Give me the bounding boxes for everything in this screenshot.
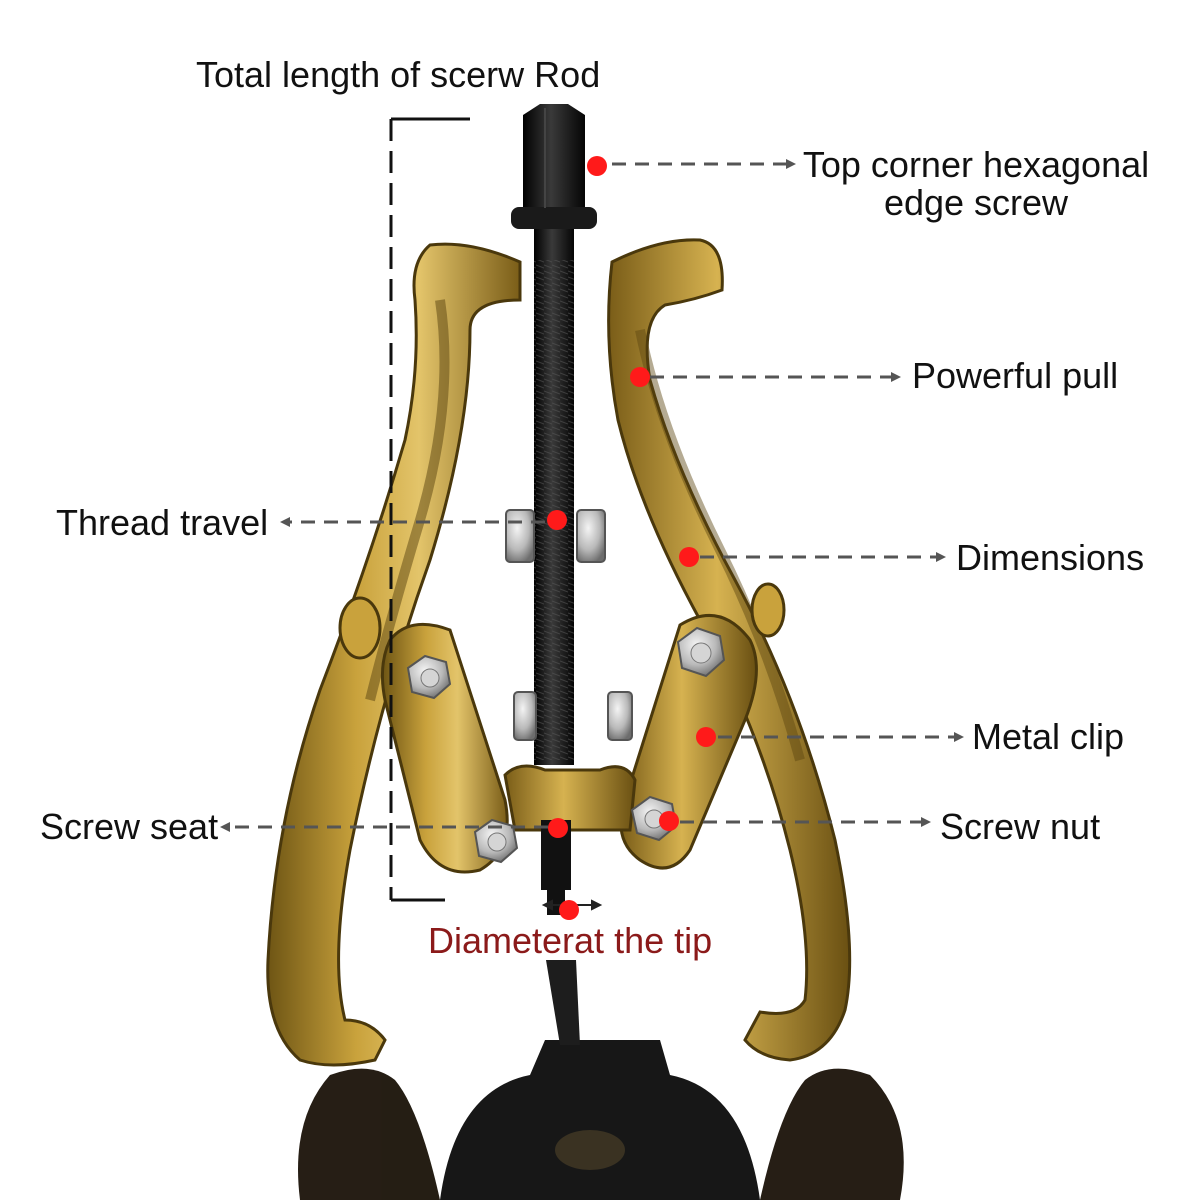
pivot-pins [338, 582, 786, 660]
tip-diameter-label: Diameterat the tip [428, 920, 713, 961]
marker-screw-seat [548, 818, 568, 838]
marker-powerful-pull [630, 367, 650, 387]
arrow-thread-travel [280, 517, 290, 527]
arrow-screw-nut [921, 817, 931, 827]
marker-screw-nut [659, 811, 679, 831]
reflection [298, 960, 904, 1200]
dimensions-label: Dimensions [956, 537, 1145, 578]
marker-top-hex [587, 156, 607, 176]
red-markers [547, 156, 716, 920]
screw-rod [534, 225, 574, 915]
arrow-dimensions [936, 552, 946, 562]
leader-arrowheads [220, 159, 964, 832]
powerful-pull-label: Powerful pull [912, 355, 1119, 396]
hex-head [511, 104, 597, 229]
marker-metal-clip [696, 727, 716, 747]
top-hex-label: Top corner hexagonal edge screw [802, 144, 1150, 223]
arrow-powerful-pull [891, 372, 901, 382]
total-length-bracket [389, 117, 470, 902]
arrow-screw-seat [220, 822, 230, 832]
screw-nut-label: Screw nut [940, 806, 1101, 847]
arrow-top-hex [786, 159, 796, 169]
marker-dimensions [679, 547, 699, 567]
thread-travel-label: Thread travel [56, 502, 269, 543]
screw-seat-label: Screw seat [40, 806, 219, 847]
leader-lines [228, 162, 958, 829]
marker-tip-diameter [559, 900, 579, 920]
arrow-metal-clip [954, 732, 964, 742]
total-length-label: Total length of scerw Rod [196, 54, 601, 95]
marker-thread-travel [547, 510, 567, 530]
center-hub [503, 764, 637, 832]
metal-clip-label: Metal clip [972, 716, 1125, 757]
